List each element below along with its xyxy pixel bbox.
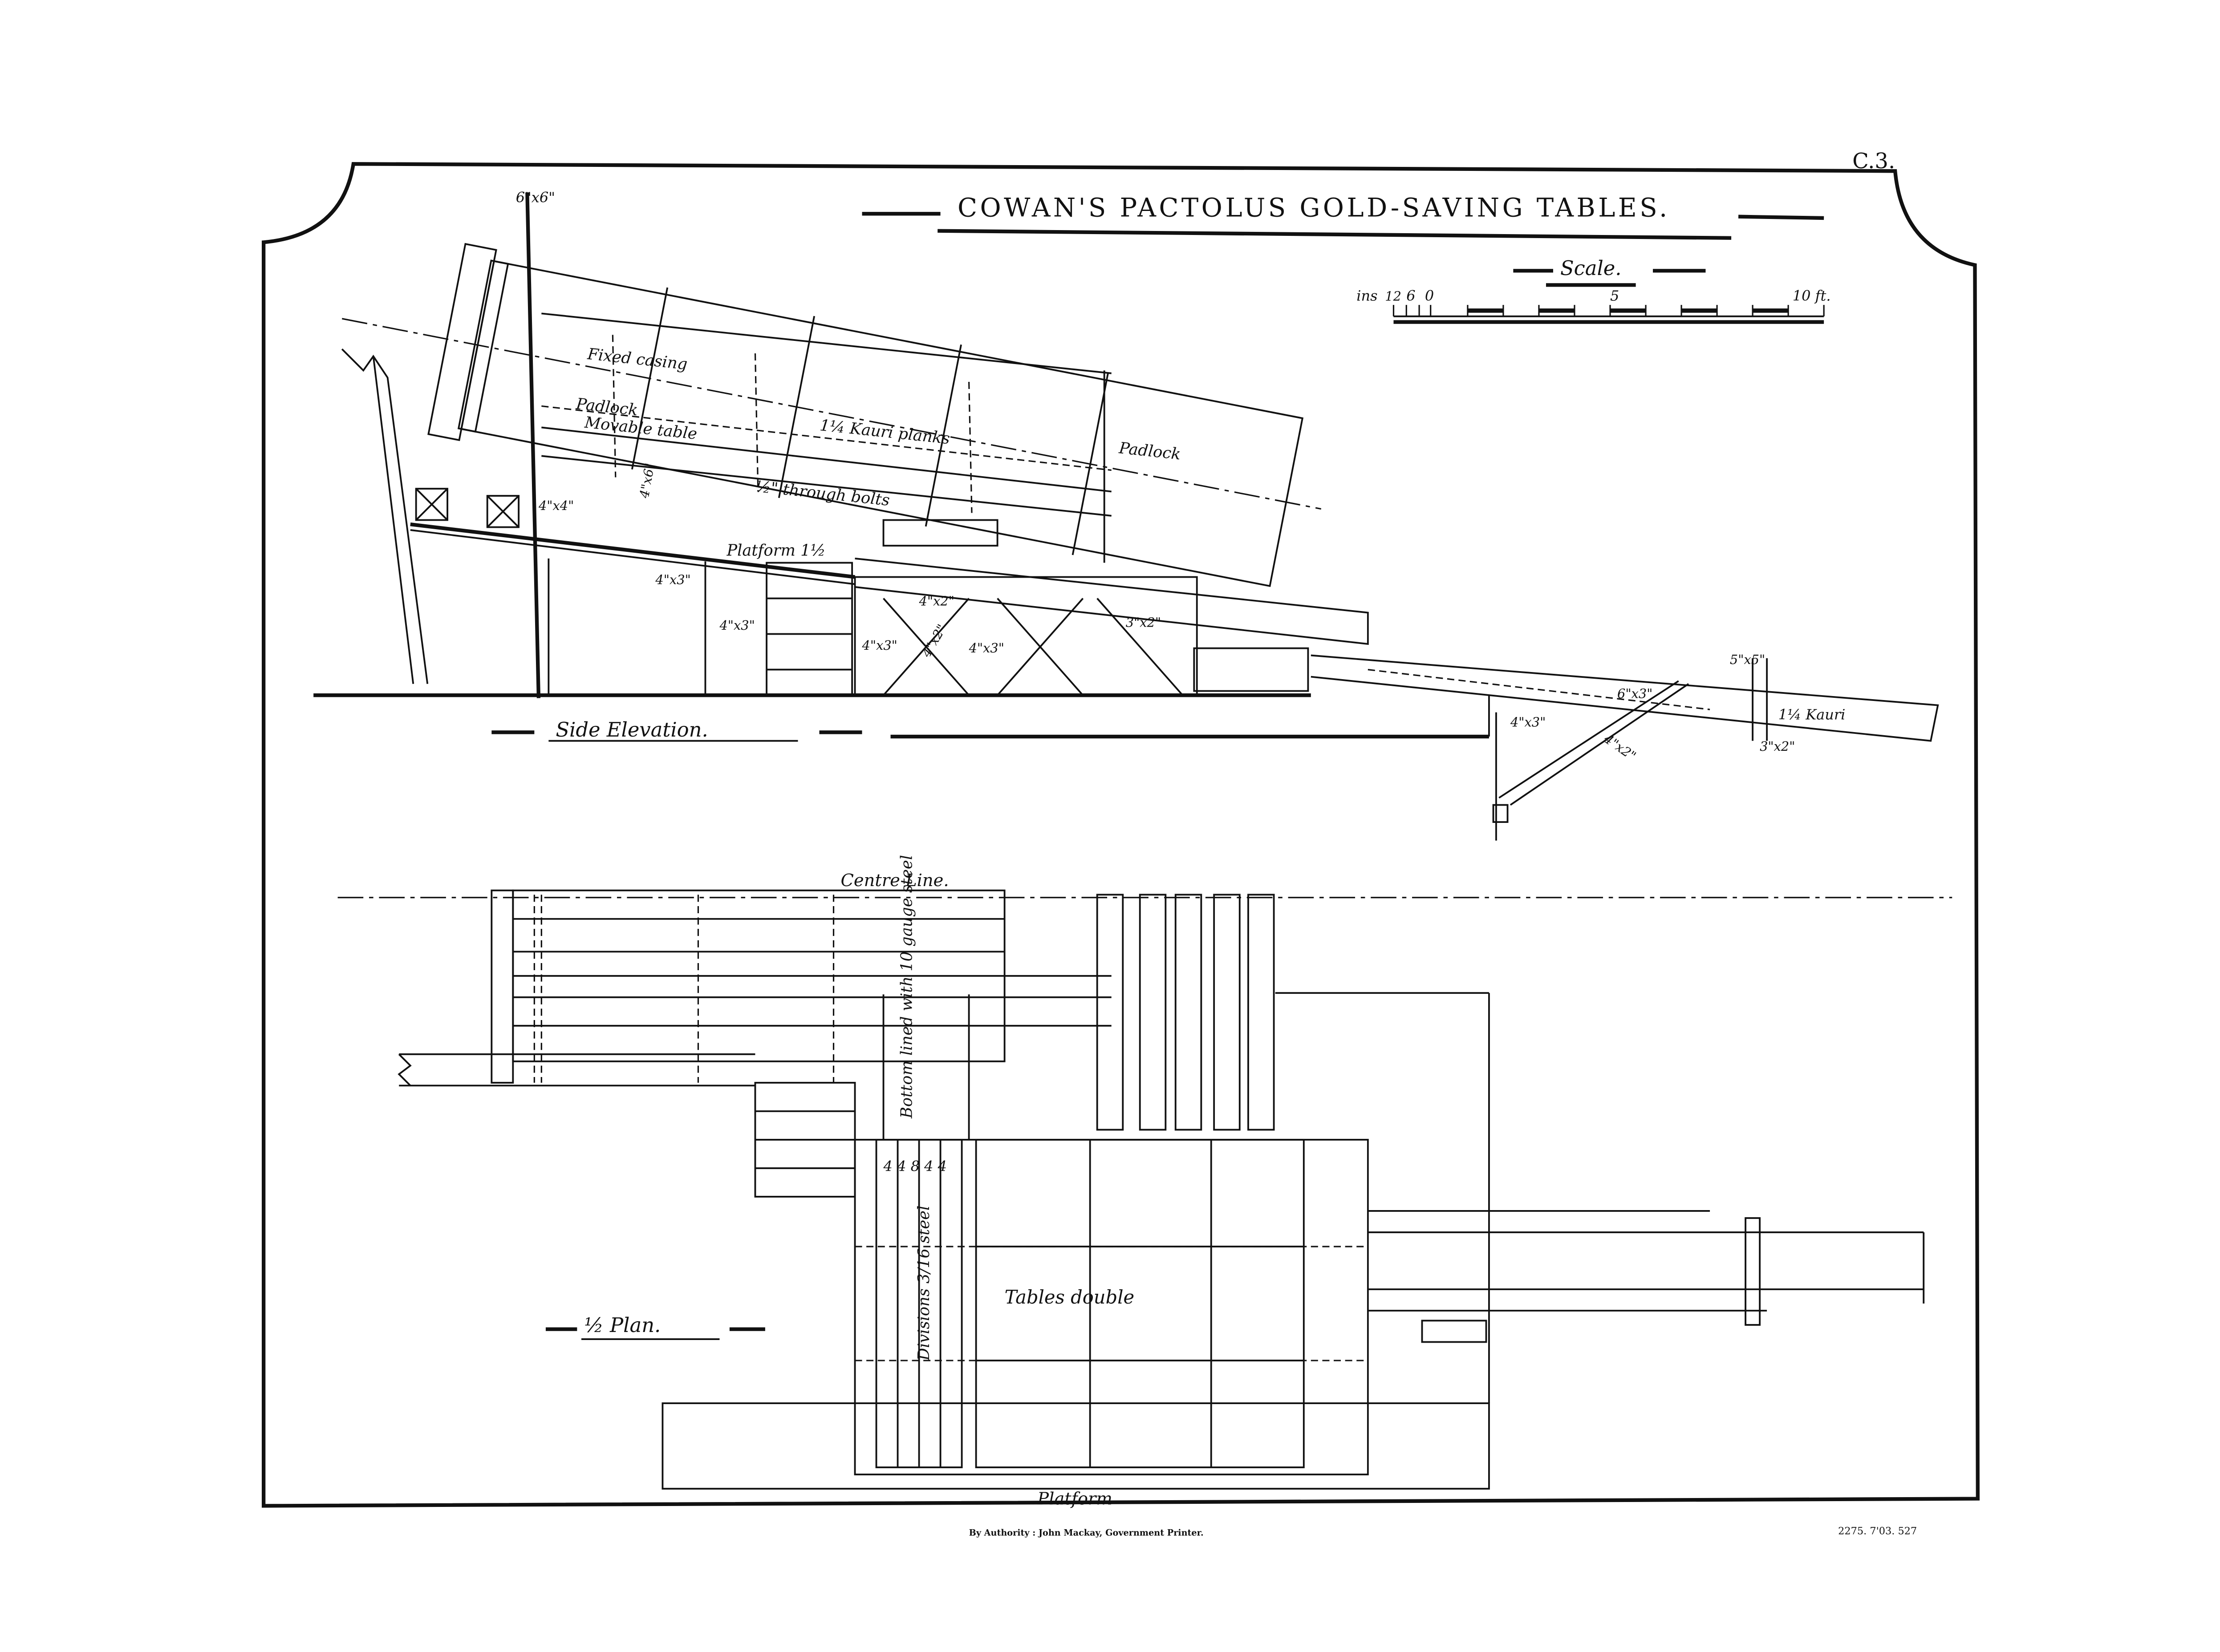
scale-label: Scale. [1560, 256, 1622, 280]
bottom-lining-label: Bottom lined with 10 gauge steel [898, 855, 916, 1119]
padlock-label: Padlock [1118, 439, 1182, 463]
dimension-label: 4"x6" [637, 462, 657, 500]
scale-tick-label: 0 [1425, 287, 1434, 304]
side-elevation: 6"x6" [313, 189, 1939, 841]
scale-tick-label: 5 [1610, 287, 1619, 304]
dimension-label: 4"x4" [538, 498, 574, 513]
dimension-label: 6"x3" [1617, 686, 1652, 701]
scale-tick-label: 6 [1406, 287, 1415, 304]
trommel-cylinder [341, 243, 1322, 587]
half-plan-title: ½ Plan. [584, 1313, 661, 1337]
scale-bar: Scale. ins 12 6 0 5 10 ft. [1356, 256, 1831, 324]
side-elevation-title: Side Elevation. [556, 718, 708, 741]
sheet-border [262, 162, 1980, 1508]
kauri-planks-label: 1¼ Kauri planks [819, 416, 951, 448]
platform-label: Platform 1½ [726, 542, 825, 560]
dimension-label: 4"x3" [719, 618, 755, 633]
kauri-label: 1¼ Kauri [1778, 706, 1846, 723]
divisions-label: Divisions 3/16 steel [915, 1206, 933, 1361]
post-size-label: 6"x6" [516, 189, 555, 206]
dimension-label: 4"x3" [969, 640, 1004, 656]
dimension-label: 3"x2" [1760, 739, 1795, 754]
scale-tick-label: 10 ft. [1793, 287, 1831, 304]
print-reference: 2275. 7'03. 527 [1838, 1526, 1917, 1537]
title-block: COWAN'S PACTOLUS GOLD-SAVING TABLES. [862, 193, 1824, 240]
dimension-label: 4"x3" [1510, 715, 1546, 730]
dimension-label: 3"x2" [1126, 615, 1161, 630]
scale-units: ins [1356, 287, 1377, 304]
tables-double-label: Tables double [1005, 1286, 1135, 1308]
sheet-number: C.3. [1852, 149, 1895, 174]
printer-credit: By Authority : John Mackay, Government P… [969, 1528, 1204, 1538]
half-plan: Centre Line. [337, 855, 1952, 1509]
dimension-label: 4"x3" [862, 638, 897, 653]
division-widths-label: 4 4 8 4 4 [883, 1158, 947, 1174]
platform-label: Platform [1037, 1489, 1112, 1509]
centre-line-label: Centre Line. [841, 871, 949, 891]
dimension-label: 4"x2" [919, 594, 954, 609]
dimension-label: 4"x2" [918, 622, 950, 660]
drawing-title: COWAN'S PACTOLUS GOLD-SAVING TABLES. [958, 193, 1670, 223]
scale-tick-label: 12 [1385, 289, 1401, 304]
through-bolts-label: ½" through bolts [755, 478, 891, 510]
dimension-label: 4"x2" [1601, 731, 1639, 764]
dimension-label: 5"x5" [1730, 652, 1765, 667]
dimension-label: 4"x3" [655, 572, 690, 587]
